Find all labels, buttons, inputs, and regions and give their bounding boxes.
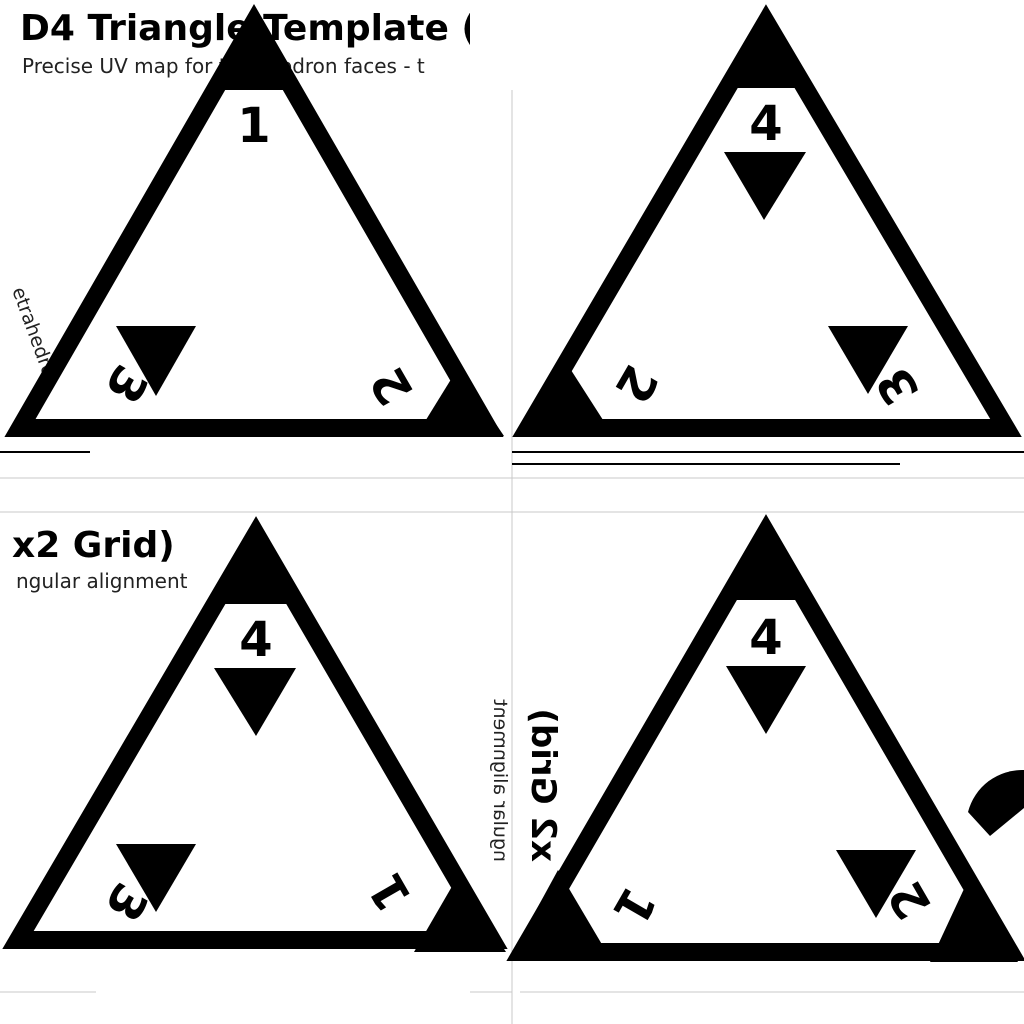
corner-fill-bottom-right bbox=[930, 876, 1018, 962]
header-cover bbox=[470, 0, 530, 90]
corner-fill-top bbox=[720, 10, 812, 88]
pointer-triangle-icon bbox=[836, 850, 916, 918]
dark-rule-lines bbox=[0, 451, 1024, 465]
d4-face-2: 4 2 3 bbox=[512, 4, 1022, 437]
corner-fill-bottom-left bbox=[510, 870, 610, 958]
triangle-outline bbox=[2, 516, 508, 949]
rotated-title: x2 Grid) bbox=[523, 708, 563, 862]
pointer-triangle-icon bbox=[724, 152, 806, 220]
triangle-outline bbox=[506, 514, 1024, 961]
corner-fill-top bbox=[210, 522, 302, 604]
half-disc-fragment bbox=[968, 769, 1024, 836]
d4-face-1: 1 3 2 bbox=[4, 3, 504, 437]
corner-fill-top bbox=[720, 518, 812, 600]
d4-face-3: 4 3 1 bbox=[2, 516, 508, 952]
rotated-subtitle: ngular alignment bbox=[489, 699, 511, 862]
grid-title: x2 Grid) bbox=[12, 525, 175, 566]
grid-subtitle: ngular alignment bbox=[16, 569, 188, 593]
pointer-triangle-icon bbox=[726, 666, 806, 734]
d4-face-4: 4 1 2 bbox=[506, 514, 1024, 962]
pointer-triangle-icon bbox=[214, 668, 296, 736]
pointer-triangle-icon bbox=[828, 326, 908, 394]
pointer-triangle-icon bbox=[116, 326, 196, 396]
corner-fill-bottom-right bbox=[414, 876, 506, 952]
face-label-top: 4 bbox=[749, 610, 782, 666]
corner-fill-bottom-right bbox=[416, 368, 504, 436]
rotated-text-block: x2 Grid) ngular alignment bbox=[489, 699, 563, 862]
face-label-top: 4 bbox=[749, 96, 782, 152]
face-label-top: 4 bbox=[239, 612, 272, 668]
corner-fill-top bbox=[210, 10, 298, 90]
face-label-top: 1 bbox=[237, 98, 270, 154]
pointer-triangle-icon bbox=[116, 844, 196, 912]
grid-title-block: x2 Grid) ngular alignment bbox=[12, 525, 188, 593]
corner-fill-bottom-left bbox=[518, 356, 612, 434]
